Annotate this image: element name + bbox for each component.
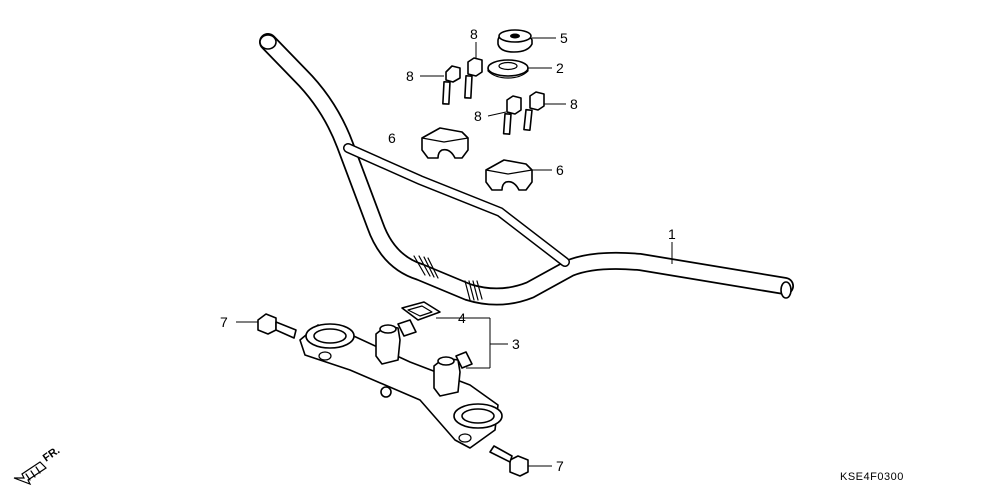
callout-1: 1 — [668, 226, 676, 242]
upper-holder-left — [421, 127, 469, 159]
callout-2: 2 — [556, 60, 564, 76]
top-bridge — [299, 319, 503, 449]
cap-nut — [497, 29, 533, 53]
bolt-8-right — [523, 91, 545, 132]
callout-8-right: 8 — [570, 96, 578, 112]
upper-holder-right — [485, 159, 533, 191]
handlebar — [259, 33, 794, 306]
callout-6-left: 6 — [388, 130, 396, 146]
callout-7-lower: 7 — [556, 458, 564, 474]
callout-8-left: 8 — [406, 68, 414, 84]
rubber-cushion — [401, 301, 441, 321]
bolt-7-lower — [489, 445, 529, 477]
callout-8-top: 8 — [470, 26, 478, 42]
bolt-8-left — [442, 65, 461, 105]
diagram-code: KSE4F0300 — [840, 471, 904, 483]
callout-3: 3 — [512, 336, 520, 352]
front-direction-arrow: FR. — [13, 444, 62, 486]
callout-8-mid: 8 — [474, 108, 482, 124]
callout-5: 5 — [560, 30, 568, 46]
washer — [487, 59, 529, 79]
bolt-8-top — [464, 57, 483, 99]
handlebar-knurl-left — [413, 255, 439, 279]
bolt-7-upper — [257, 313, 297, 339]
front-label: FR. — [41, 444, 62, 464]
callout-4: 4 — [458, 310, 466, 326]
bolt-8-mid — [502, 95, 522, 135]
leader-lines — [236, 37, 673, 467]
callout-6-right: 6 — [556, 162, 564, 178]
handlebar-knurl-right — [464, 280, 483, 301]
callout-7-upper: 7 — [220, 314, 228, 330]
